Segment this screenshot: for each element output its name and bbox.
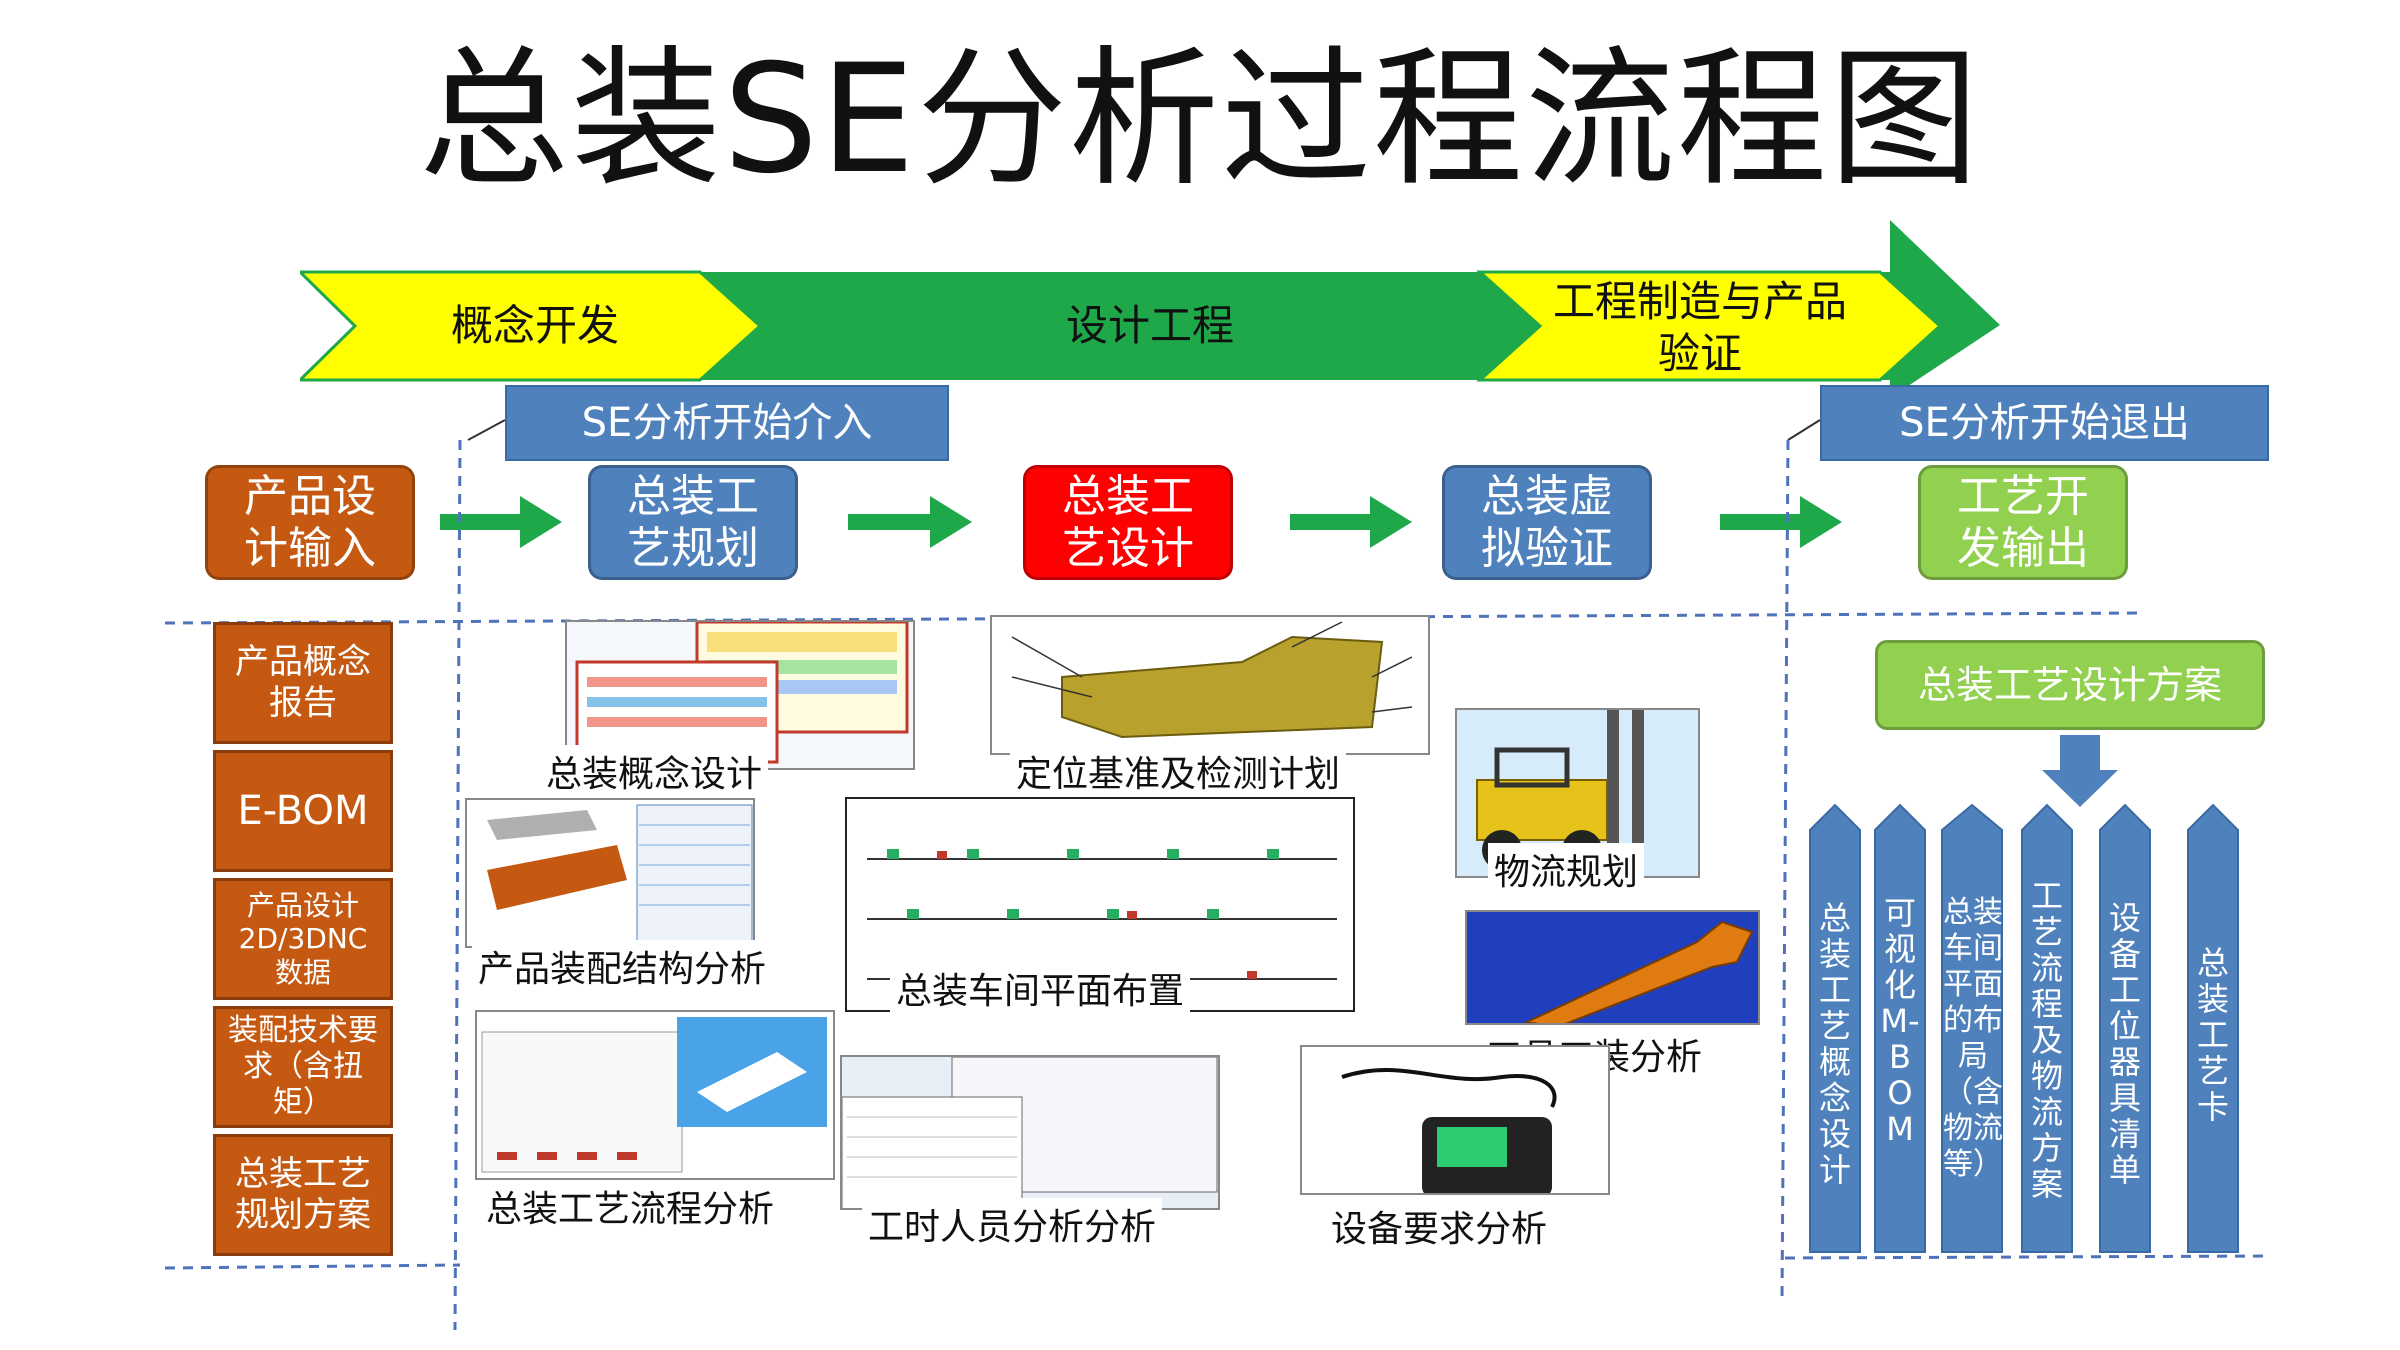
caption-equipment: 设备要求分析: [1325, 1200, 1554, 1252]
equipment-image: [1300, 1045, 1610, 1195]
guide-h-bottom-right: [1784, 1254, 2271, 1260]
flow-arrow-1: [440, 496, 562, 548]
guide-v-start: [453, 439, 462, 1331]
output-concept-design: 总装工艺概念设计: [1818, 899, 1851, 1189]
flow-arrow-4: [1720, 496, 1842, 548]
phase-label-concept: 概念开发: [450, 301, 619, 350]
down-arrow-icon: [2042, 735, 2118, 807]
labor-analysis-image: [840, 1055, 1220, 1210]
flow-arrow-2: [848, 496, 972, 548]
guide-v-end: [1780, 439, 1790, 1301]
phase-arrow-yellow-3: [1476, 270, 1943, 382]
flow-process-design: 总装工艺设计: [1023, 465, 1233, 580]
se-end-tag: SE分析开始退出: [1820, 385, 2269, 461]
input-label: 装配技术要求（含扭矩）: [228, 1013, 378, 1120]
flow-arrows: [440, 496, 1842, 548]
se-start-connector: [467, 419, 506, 441]
phase-arrow-band: [300, 220, 2000, 398]
tooling-image: [1465, 910, 1760, 1025]
input-assembly-requirements: 装配技术要求（含扭矩）: [213, 1006, 393, 1128]
output-col-1: [1809, 803, 1861, 1253]
input-planning-scheme: 总装工艺规划方案: [213, 1134, 393, 1256]
flow-product-input: 产品设计输入: [205, 465, 415, 580]
input-label: 总装工艺规划方案: [235, 1154, 371, 1235]
output-col-2: [1874, 803, 1926, 1253]
output-process-logistics: 工艺流程及物流方案: [2030, 877, 2063, 1203]
flow-virtual-verification: 总装虚拟验证: [1442, 465, 1652, 580]
input-nc-data: 产品设计2D/3DNC数据: [213, 878, 393, 1000]
caption-locating-datum: 定位基准及检测计划: [1010, 745, 1347, 797]
caption-assembly-structure: 产品装配结构分析: [472, 940, 773, 992]
output-plan-label: 总装工艺设计方案: [1917, 663, 2222, 707]
guide-h-bottom: [164, 1263, 461, 1270]
flow-arrow-3: [1290, 496, 1412, 548]
output-plan-box: 总装工艺设计方案: [1875, 640, 2265, 730]
phase-label-design: 设计工程: [1065, 301, 1234, 350]
flow-label: 产品设计输入: [244, 470, 376, 574]
phase-arrow-yellow-1: [300, 270, 763, 382]
dashed-guides: [164, 419, 2271, 1331]
output-col-4: [2021, 803, 2073, 1253]
output-equipment-list: 设备工位器具清单: [2108, 899, 2141, 1189]
process-flow-image: [475, 1010, 835, 1180]
input-concept-report: 产品概念报告: [213, 622, 393, 744]
assembly-structure-image: [465, 798, 755, 948]
se-end-connector: [1787, 419, 1821, 441]
flow-process-output: 工艺开发输出: [1918, 465, 2128, 580]
input-ebom: E-BOM: [213, 750, 393, 872]
flow-label: 总装工艺设计: [1062, 470, 1194, 574]
output-layout: 总装车间平面的布局（含物流等）: [1943, 895, 2003, 1182]
flow-label: 总装工艺规划: [627, 470, 759, 574]
output-col-6: [2187, 803, 2239, 1253]
caption-workshop-layout: 总装车间平面布置: [890, 962, 1191, 1014]
flow-label: 工艺开发输出: [1957, 470, 2089, 574]
output-col-3: [1941, 803, 2003, 1253]
locating-datum-image: [990, 615, 1430, 755]
phase-label-manufacturing: 工程制造与产品验证: [1552, 277, 1847, 378]
input-label: E-BOM: [237, 788, 369, 834]
flow-process-planning: 总装工艺规划: [588, 465, 798, 580]
caption-logistics: 物流规划: [1488, 843, 1645, 895]
output-process-card: 总装工艺卡: [2196, 944, 2229, 1126]
output-columns: [1809, 803, 2239, 1253]
guide-h-top: [164, 611, 2141, 625]
flow-label: 总装虚拟验证: [1481, 470, 1613, 574]
output-mbom: 可视化M-BOM: [1880, 894, 1920, 1148]
caption-concept-design: 总装概念设计: [540, 745, 769, 797]
input-label: 产品设计2D/3DNC数据: [238, 888, 368, 989]
output-col-5: [2099, 803, 2151, 1253]
se-start-tag: SE分析开始介入: [505, 385, 949, 461]
caption-process-flow: 总装工艺流程分析: [480, 1180, 781, 1232]
page-title: 总装SE分析过程流程图: [419, 33, 1981, 207]
input-label: 产品概念报告: [235, 642, 371, 723]
caption-labor-analysis: 工时人员分析分析: [862, 1198, 1163, 1250]
